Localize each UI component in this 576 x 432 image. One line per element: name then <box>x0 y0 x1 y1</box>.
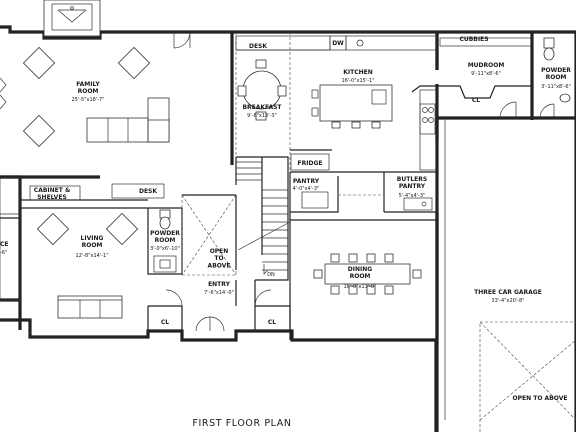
dw-tag: DW <box>332 40 344 47</box>
plan-title: FIRST FLOOR PLAN <box>192 418 291 429</box>
mudroom-name: MUDROOM <box>468 62 505 69</box>
kitchen-dims: 16'-0"x15'-1" <box>341 78 374 84</box>
fixture-tags: DESK DW CUBBIES CL FRIDGE CABINET &SHELV… <box>34 36 489 326</box>
pantry-name: PANTRY <box>293 178 320 185</box>
dining-dims: 16'-0"x13'-0" <box>343 284 376 290</box>
stairs <box>235 156 291 281</box>
cl-right-tag: CL <box>268 319 276 326</box>
dn-tag: DN <box>267 272 275 278</box>
living-dims: 12'-8"x14'-1" <box>75 253 108 259</box>
entry-name: ENTRY <box>208 281 231 288</box>
entry-dims: 7'-6"x14'-0" <box>204 290 234 296</box>
powder-left-dims: 3'-0"x6'-10" <box>150 246 180 252</box>
breakfast-name: BREAKFAST <box>242 104 282 111</box>
butlers-dims: 5'-4"x4'-3" <box>399 193 426 199</box>
cubbies-tag: CUBBIES <box>459 36 488 43</box>
powder-right-dims: 3'-11"x8'-6" <box>541 84 571 90</box>
kitchen-name: KITCHEN <box>343 69 373 76</box>
garage-dims: 33'-4"x20'-8" <box>491 298 524 304</box>
cl-left-tag: CL <box>161 319 169 326</box>
family-room-dims: 25'-5"x18'-7" <box>71 97 104 103</box>
desk-top-tag: DESK <box>249 43 267 50</box>
cl-mud-tag: CL <box>472 97 480 104</box>
pantry-dims: 4'-0"x4'-3" <box>293 186 320 192</box>
mudroom-area <box>435 32 576 120</box>
garage-name: THREE CAR GARAGE <box>474 289 542 296</box>
entry-area <box>181 194 291 332</box>
desk-mid-tag: DESK <box>139 188 157 195</box>
kitchen-area <box>235 32 439 175</box>
office-partial-dims: -6" <box>0 250 7 256</box>
garage-open-above: OPEN TO ABOVE <box>513 395 568 402</box>
office-partial-name: CE <box>0 241 9 248</box>
cabinet-tag: CABINET &SHELVES <box>34 187 70 201</box>
fridge-tag: FRIDGE <box>298 160 323 167</box>
fireplace <box>43 0 101 37</box>
garage <box>435 118 576 432</box>
family-room <box>0 31 191 179</box>
breakfast-dims: 9'-8"x13'-3" <box>247 113 277 119</box>
mudroom-dims: 9'-11"x8'-6" <box>471 71 501 77</box>
